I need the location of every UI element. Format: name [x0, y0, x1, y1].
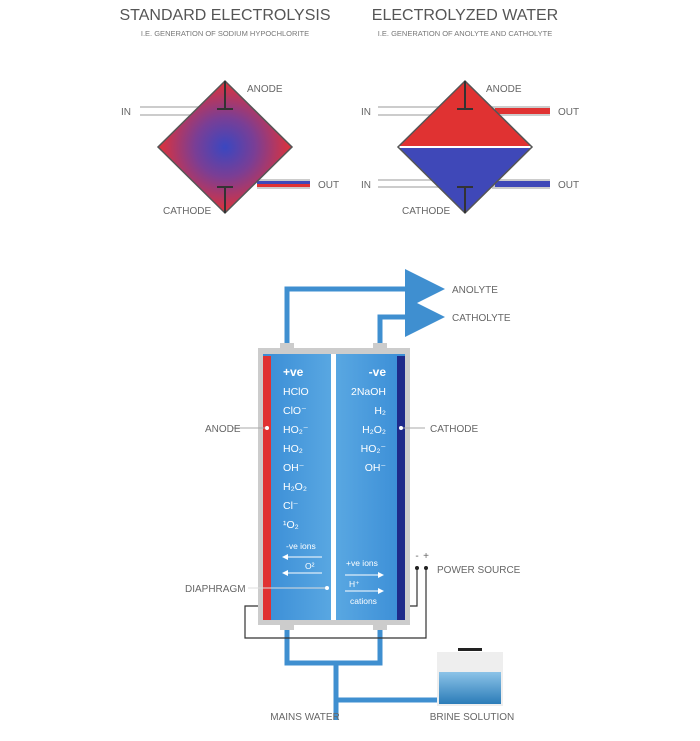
- inlet-manifold: [284, 625, 383, 666]
- catholyte-label: CATHOLYTE: [452, 313, 511, 324]
- cations-label: cations: [350, 596, 377, 606]
- chemical-species: HO₂: [283, 443, 303, 455]
- chemical-species: 2NaOH: [351, 386, 386, 398]
- electrolyzed-out-top: OUT: [558, 107, 579, 118]
- diaphragm: [331, 354, 336, 620]
- chemical-species: H₂O₂: [362, 424, 386, 436]
- chemical-species: ¹O₂: [283, 519, 299, 531]
- anolyte-label: ANOLYTE: [452, 285, 498, 296]
- catholyte-pipe: [377, 297, 445, 350]
- chemical-species: HO₂⁻: [283, 424, 309, 436]
- negative-ions-label: -ve ions: [286, 541, 316, 551]
- standard-cathode-label: CATHODE: [163, 206, 211, 217]
- callout-dot: [325, 586, 329, 590]
- chemical-species: Cl⁻: [283, 500, 299, 512]
- standard-anode-label: ANODE: [247, 84, 283, 95]
- chemical-species: OH⁻: [283, 462, 305, 474]
- electrolyzed-cell: [378, 79, 550, 215]
- anode-label: ANODE: [205, 424, 241, 435]
- electrolyzed-in-bottom: IN: [361, 180, 371, 191]
- chemical-species: -ve: [369, 365, 387, 379]
- mains-water-label: MAINS WATER: [270, 712, 339, 723]
- electrolytic-cell: [258, 343, 410, 630]
- electrolyzed-anode-label: ANODE: [486, 84, 522, 95]
- electrolyzed-subtitle: I.E. GENERATION OF ANOLYTE AND CATHOLYTE: [378, 29, 552, 38]
- electrolyzed-out-bottom: OUT: [558, 180, 579, 191]
- o2-label: O²: [305, 561, 315, 571]
- cathode-species: -ve 2NaOH H₂ H₂O₂ HO₂⁻ OH⁻: [351, 365, 386, 474]
- chemical-species: +ve: [283, 365, 304, 379]
- electrolyzed-title: ELECTROLYZED WATER: [372, 7, 558, 24]
- diaphragm-label: DIAPHRAGM: [185, 584, 246, 595]
- positive-terminal: [424, 566, 428, 570]
- minus-label: -: [415, 551, 418, 562]
- anolyte-pipe: [284, 269, 445, 350]
- chemical-species: HClO: [283, 386, 309, 398]
- standard-cell: [140, 79, 310, 215]
- standard-in-label: IN: [121, 107, 131, 118]
- chemical-species: OH⁻: [365, 462, 387, 474]
- chemical-species: H₂O₂: [283, 481, 307, 493]
- anode-electrode: [263, 356, 271, 620]
- h-plus-label: H⁺: [349, 579, 360, 589]
- electrolyzed-cathode-label: CATHODE: [402, 206, 450, 217]
- plus-label: +: [423, 551, 429, 562]
- negative-terminal: [415, 566, 419, 570]
- positive-ions-label: +ve ions: [346, 558, 378, 568]
- chemical-species: H₂: [374, 405, 386, 417]
- brine-container: [437, 648, 503, 706]
- power-wires: [244, 568, 427, 639]
- callout-dot: [399, 426, 403, 430]
- chemical-species: HO₂⁻: [361, 443, 387, 455]
- brine-solution-label: BRINE SOLUTION: [430, 712, 514, 723]
- standard-out-label: OUT: [318, 180, 339, 191]
- electrolyzed-in-top: IN: [361, 107, 371, 118]
- cathode-electrode: [397, 356, 405, 620]
- chemical-species: ClO⁻: [283, 405, 307, 417]
- cathode-label: CATHODE: [430, 424, 478, 435]
- pipes: [284, 269, 445, 720]
- standard-title: STANDARD ELECTROLYSIS: [119, 7, 330, 24]
- power-source-label: POWER SOURCE: [437, 565, 521, 576]
- standard-subtitle: I.E. GENERATION OF SODIUM HYPOCHLORITE: [141, 29, 309, 38]
- callout-dot: [265, 426, 269, 430]
